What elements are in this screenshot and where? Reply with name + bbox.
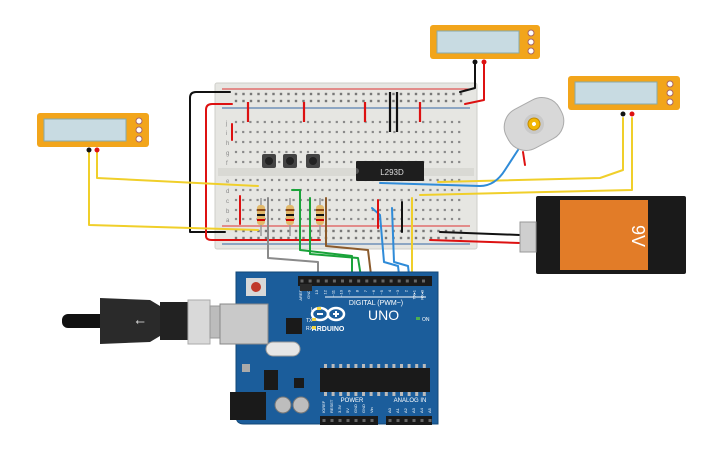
digital-pin-label: GND <box>306 290 311 299</box>
digital-pin-label: ~9 <box>347 289 352 294</box>
analog-pin-label: A5 <box>427 407 432 413</box>
digital-pin-label: 2 <box>403 289 408 292</box>
digital-pin-label: AREF <box>298 289 303 300</box>
digital-pin-label: ~5 <box>379 289 384 294</box>
power-label: POWER <box>341 398 364 404</box>
l293d-chip[interactable]: L293D <box>356 161 424 181</box>
row-letter: d <box>226 189 229 195</box>
digital-pin-label: ~11 <box>330 289 335 296</box>
wires <box>88 61 633 284</box>
pushbutton-1[interactable] <box>262 154 276 168</box>
pushbutton-3[interactable] <box>306 154 320 168</box>
chip-icon <box>356 161 424 181</box>
digital-label: DIGITAL (PWM~) <box>349 300 403 307</box>
resistor-2[interactable] <box>286 198 294 236</box>
row-letter: j <box>225 121 227 127</box>
wire-green-arduino-1[interactable] <box>291 189 353 284</box>
center-channel <box>218 168 474 176</box>
row-letter: a <box>226 218 230 224</box>
analog-pin-label: A2 <box>403 407 408 413</box>
digital-pin-label: 7 <box>363 289 368 292</box>
power-pin-label: GND <box>353 404 358 413</box>
wire-brown-arduino[interactable] <box>325 197 373 284</box>
power-pin-label: 3.3V <box>337 404 342 413</box>
crystal <box>265 341 301 357</box>
wire-red-left[interactable] <box>205 103 321 241</box>
wire-green-arduino-2[interactable] <box>309 197 363 284</box>
wire-yellow-left-meter-2[interactable] <box>88 149 259 231</box>
on-label: ON <box>422 317 430 323</box>
top-rail-jumpers <box>246 92 422 132</box>
digital-header <box>298 276 432 286</box>
pushbutton-2[interactable] <box>283 154 297 168</box>
row-letter: h <box>226 141 229 147</box>
battery-9v[interactable]: 9V <box>519 196 686 274</box>
top-rail-holes <box>234 92 463 240</box>
breadboard[interactable]: j i h g f e d c b a <box>214 82 478 250</box>
digital-pin-label: 13 <box>314 289 319 294</box>
model-label: UNO <box>368 307 399 323</box>
capacitor <box>292 396 310 414</box>
row-letter: e <box>226 179 230 185</box>
digital-pin-label: TX▸1 <box>411 289 416 299</box>
dc-motor[interactable] <box>497 90 571 157</box>
wire-blue-motor[interactable] <box>379 149 519 187</box>
battery-label: 9V <box>628 225 648 247</box>
power-pin-label: 5V <box>345 408 350 413</box>
multimeter-right[interactable] <box>568 76 680 117</box>
digital-pin-label: ~6 <box>371 289 376 294</box>
digital-pin-label: 8 <box>355 289 360 292</box>
row-letter: f <box>226 161 228 167</box>
resistor-1[interactable] <box>257 198 265 236</box>
l-label: L <box>311 307 314 313</box>
wire-red-motor[interactable] <box>522 151 526 166</box>
analog-pin-label: A3 <box>411 407 416 413</box>
power-pin-label: GND <box>361 404 366 413</box>
usb-cable-icon <box>62 314 108 328</box>
wire-black-battery[interactable] <box>439 231 521 236</box>
usb-symbol-icon: ⭠ <box>135 314 145 328</box>
analog-pin-label: A1 <box>395 407 400 413</box>
digital-pin-label: ~3 <box>395 289 400 294</box>
resistor-3[interactable] <box>316 198 324 236</box>
usb-chip <box>286 318 302 334</box>
capacitor <box>274 396 292 414</box>
row-letter: g <box>226 151 229 157</box>
atmega-chip <box>320 368 430 392</box>
wire-red-battery[interactable] <box>429 239 521 244</box>
digital-pin-label: RX◂0 <box>420 289 425 300</box>
power-pin-label: RESET <box>329 399 334 413</box>
analog-pin-label: A0 <box>387 407 392 413</box>
digital-pin-label: 4 <box>387 289 392 292</box>
usb-cable[interactable]: ⭠ <box>62 298 227 345</box>
analog-pin-label: A4 <box>419 407 424 413</box>
digital-pin-label: 12 <box>322 289 327 294</box>
wire-red-top-meter[interactable] <box>464 61 485 105</box>
tx-label: TX <box>306 318 313 324</box>
wire-yellow-right-meter-2[interactable] <box>419 117 633 196</box>
rx-label: RX <box>306 326 314 332</box>
brand-label: ARDUINO <box>312 326 345 333</box>
wire-yellow-left-meter-1[interactable] <box>96 149 259 187</box>
multimeter-left[interactable] <box>37 113 149 153</box>
usb-jack <box>219 303 269 345</box>
wire-yellow-right-meter-1[interactable] <box>437 117 624 183</box>
analog-header <box>386 416 432 425</box>
wire-black-top-meter[interactable] <box>459 61 476 93</box>
row-letter: i <box>226 131 227 137</box>
power-pin-label: IOREF <box>321 400 326 413</box>
analog-label: ANALOG IN <box>394 398 427 404</box>
wire-black-left[interactable] <box>189 91 231 233</box>
chip-label: L293D <box>380 168 404 177</box>
dc-jack <box>230 392 266 420</box>
digital-pin-label: ~10 <box>339 289 344 297</box>
power-pin-label: Vin <box>369 407 374 413</box>
row-letter: b <box>226 209 230 215</box>
multimeter-top[interactable] <box>430 25 540 65</box>
row-letter: c <box>226 199 229 205</box>
